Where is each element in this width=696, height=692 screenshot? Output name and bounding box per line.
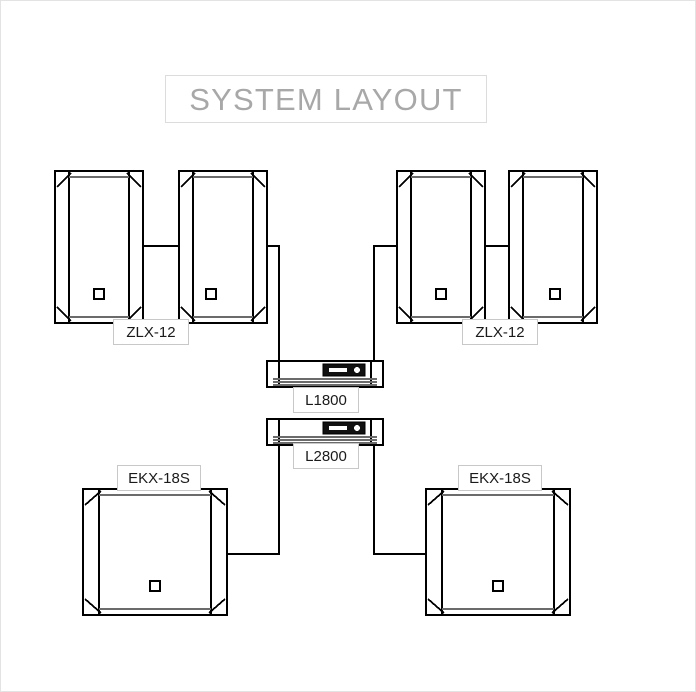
device-label-l2800: L2800 bbox=[293, 443, 359, 469]
amplifier-l2800 bbox=[265, 417, 385, 447]
device-label-zlx-right: ZLX-12 bbox=[462, 319, 538, 345]
wire-zlx-left-to-l1800 bbox=[267, 244, 281, 361]
subwoofer-ekx-left bbox=[81, 487, 229, 617]
speaker-zlx-right-1 bbox=[395, 169, 487, 325]
wire-zlx-right-to-l1800 bbox=[372, 244, 397, 361]
device-label-zlx-left: ZLX-12 bbox=[113, 319, 189, 345]
speaker-zlx-left-1 bbox=[53, 169, 145, 325]
subwoofer-ekx-right bbox=[424, 487, 572, 617]
speaker-zlx-left-2 bbox=[177, 169, 269, 325]
page-title: SYSTEM LAYOUT bbox=[189, 81, 463, 117]
device-label-l1800: L1800 bbox=[293, 387, 359, 413]
device-label-ekx-right: EKX-18S bbox=[458, 465, 542, 491]
speaker-zlx-right-2 bbox=[507, 169, 599, 325]
amplifier-l1800 bbox=[265, 359, 385, 389]
device-label-ekx-left: EKX-18S bbox=[117, 465, 201, 491]
wire-l2800-to-sub-right bbox=[372, 445, 426, 556]
page-title-box: SYSTEM LAYOUT bbox=[165, 75, 487, 123]
wire-l2800-to-sub-left bbox=[227, 445, 281, 556]
